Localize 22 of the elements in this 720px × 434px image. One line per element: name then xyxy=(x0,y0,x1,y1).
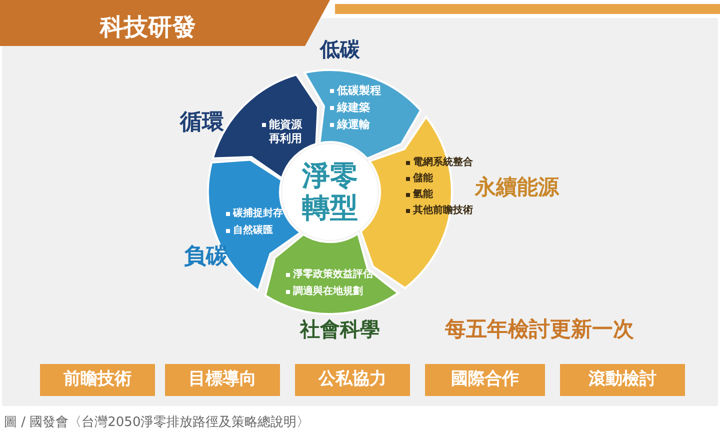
segment-item: 綠建築 xyxy=(337,101,370,116)
segment-heading: 永續能源 xyxy=(475,174,559,201)
segment-item: 儲能 xyxy=(413,172,433,185)
principle-box: 國際合作 xyxy=(425,364,545,396)
segment-item: 自然碳匯 xyxy=(233,224,273,237)
segment-heading: 社會科學 xyxy=(300,316,380,343)
segment-item: 綠運輸 xyxy=(337,118,370,132)
principle-box: 公私協力 xyxy=(295,364,410,396)
segment-item: 調適與在地規劃 xyxy=(293,285,363,298)
principle-box: 滾動檢討 xyxy=(560,364,685,396)
segment-item: 碳捕捉封存 xyxy=(233,207,283,220)
segment-heading: 低碳 xyxy=(320,36,360,63)
title: 科技研發 xyxy=(100,12,196,43)
segment-item: 氫能 xyxy=(413,188,433,201)
segment-item: 低碳製程 xyxy=(337,84,381,98)
segment-item: 能資源再利用 xyxy=(269,118,303,147)
principle-box: 前瞻技術 xyxy=(40,364,155,396)
segment-heading: 負碳 xyxy=(184,243,228,271)
segment-heading: 循環 xyxy=(180,109,224,137)
caption: 圖 / 國發會〈台灣2050淨零排放路徑及策略總說明〉 xyxy=(4,414,310,432)
note: 每五年檢討更新一次 xyxy=(445,316,634,343)
principle-box: 目標導向 xyxy=(165,364,280,396)
